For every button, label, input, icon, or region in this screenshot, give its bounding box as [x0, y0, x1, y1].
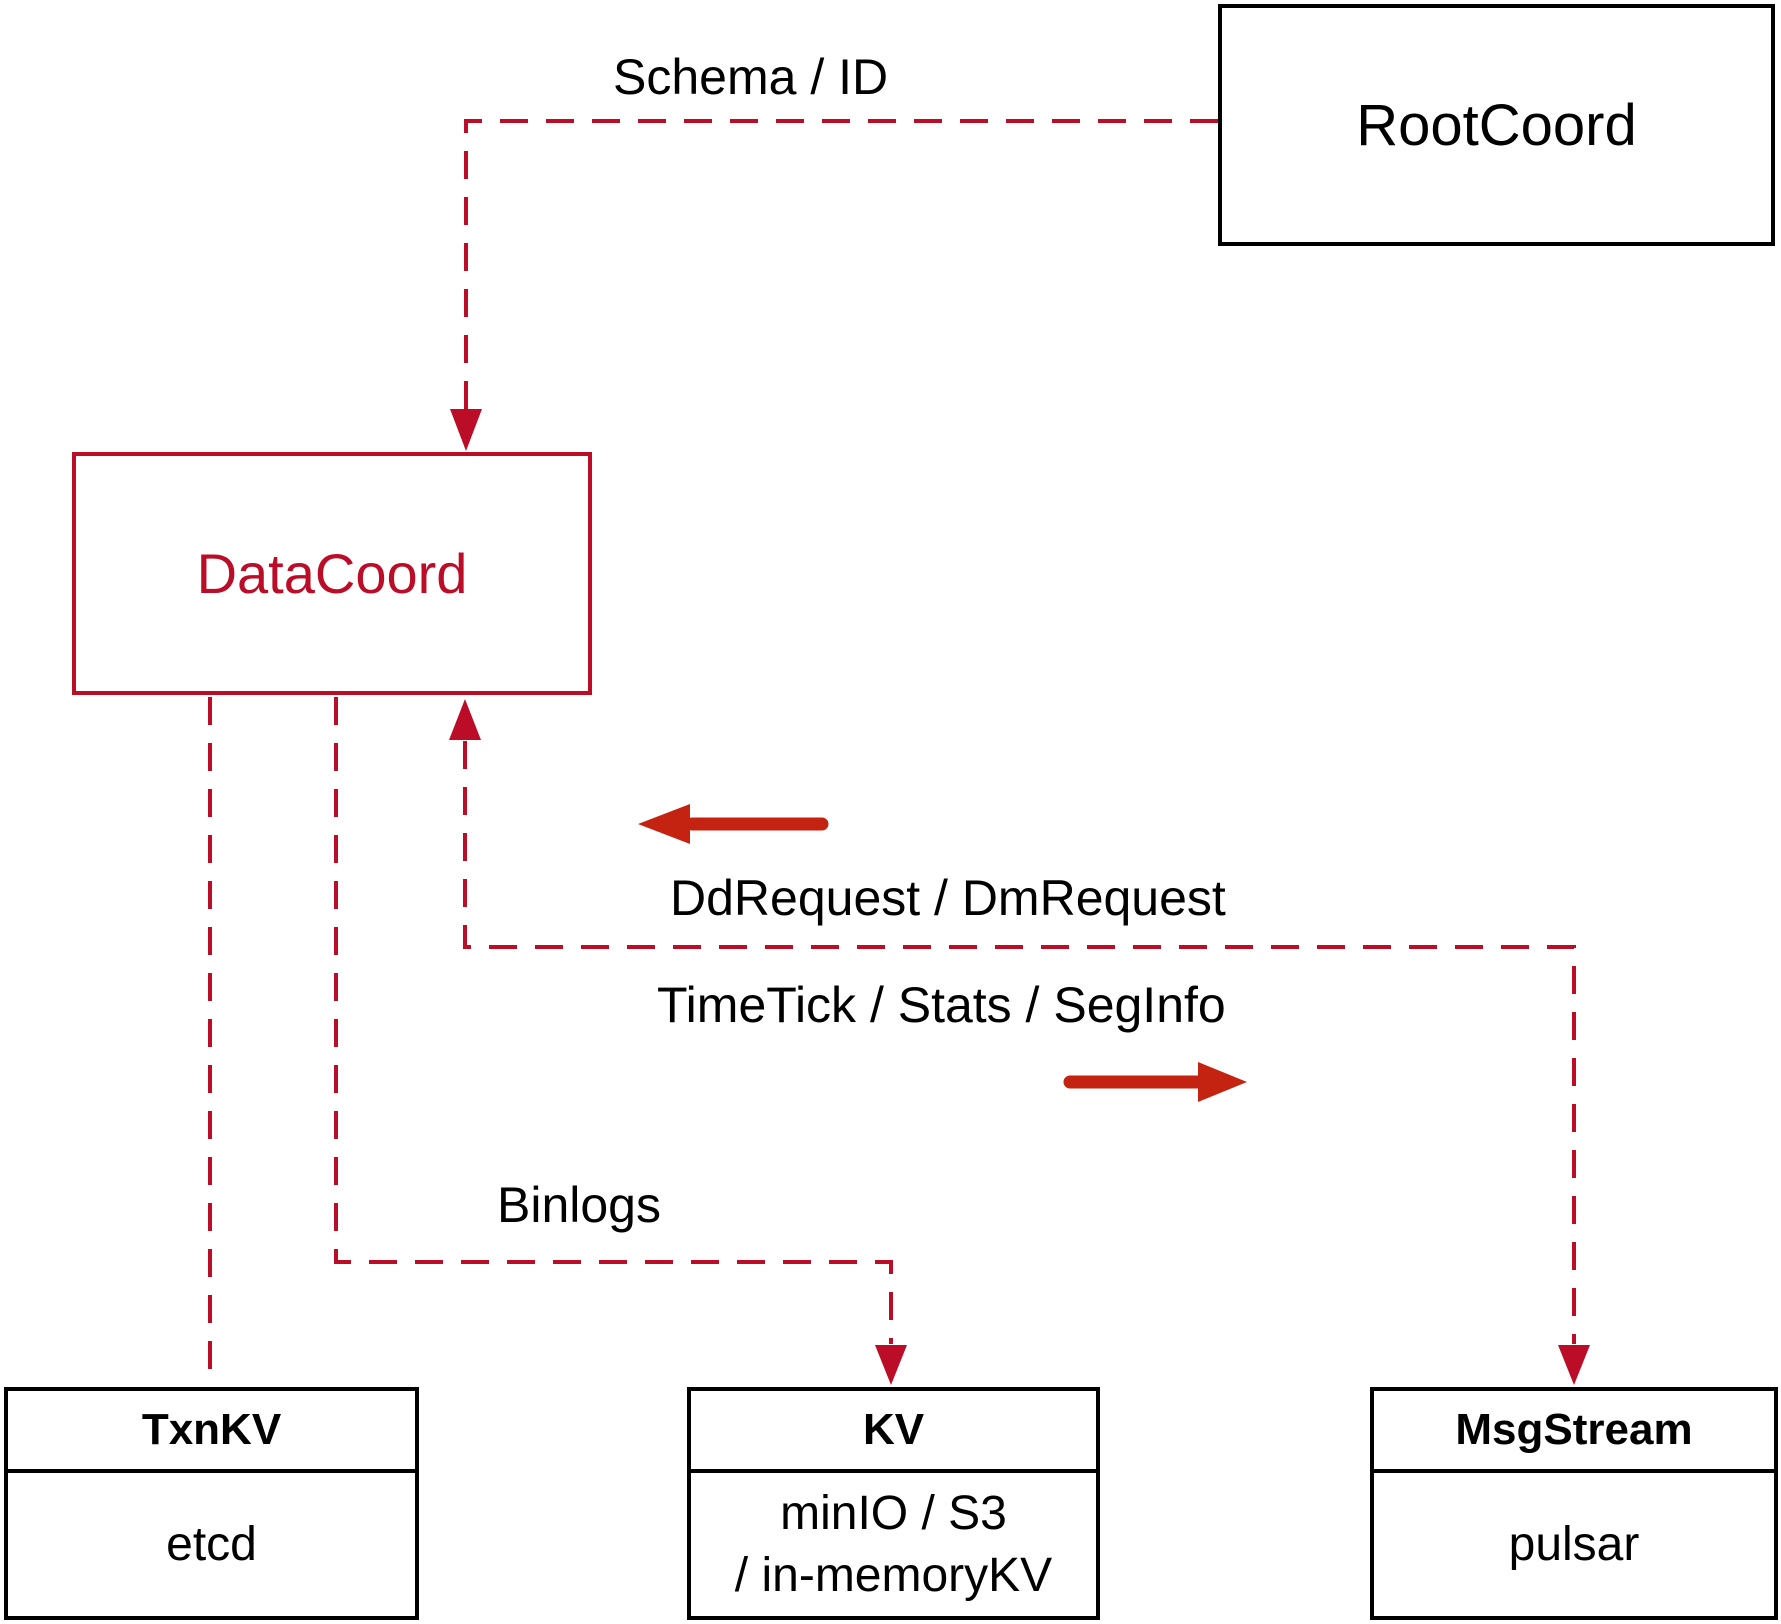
arrowhead-into-msgstream-top-icon [1558, 1345, 1590, 1385]
node-kv-body: minIO / S3 / in-memoryKV [691, 1473, 1096, 1616]
node-txnkv-header: TxnKV [8, 1391, 415, 1473]
edge-datacoord-to-msgstream-line [463, 741, 1576, 1344]
node-msgstream: MsgStream pulsar [1370, 1387, 1778, 1620]
node-kv-title: KV [862, 1405, 925, 1454]
right-direction-arrow-icon [1063, 1062, 1247, 1102]
node-kv-body-line1: minIO / S3 [780, 1486, 1007, 1540]
node-datacoord-label: DataCoord [196, 542, 468, 605]
node-txnkv-title: TxnKV [141, 1405, 282, 1454]
edge-datacoord-to-msgstream [449, 699, 1590, 1385]
node-msgstream-title: MsgStream [1455, 1405, 1693, 1454]
node-datacoord: DataCoord [72, 452, 592, 695]
edge-rootcoord-to-datacoord [450, 119, 1218, 451]
edge-label-binlogs: Binlogs [497, 1177, 661, 1233]
edge-label-timetick-stats-seginfo: TimeTick / Stats / SegInfo [657, 977, 1226, 1033]
left-arrow-head [638, 804, 690, 844]
node-txnkv-body: etcd [8, 1473, 415, 1616]
node-rootcoord-label: RootCoord [1356, 92, 1637, 158]
edge-rootcoord-to-datacoord-line [464, 119, 1218, 413]
edge-label-ddrequest-dmrequest: DdRequest / DmRequest [670, 870, 1226, 926]
left-direction-arrow-icon [638, 804, 829, 844]
right-arrow-head [1198, 1062, 1247, 1102]
node-msgstream-body: pulsar [1374, 1473, 1774, 1616]
arrowhead-into-datacoord-top-icon [450, 409, 482, 451]
node-msgstream-body-text: pulsar [1508, 1517, 1640, 1571]
node-kv: KV minIO / S3 / in-memoryKV [687, 1387, 1100, 1620]
node-txnkv: TxnKV etcd [4, 1387, 419, 1620]
arrowhead-into-kv-top-icon [875, 1345, 907, 1385]
node-txnkv-body-text: etcd [166, 1517, 257, 1571]
node-msgstream-header: MsgStream [1374, 1391, 1774, 1473]
edge-datacoord-to-kv [334, 697, 907, 1385]
node-rootcoord: RootCoord [1218, 4, 1775, 246]
arrowhead-into-datacoord-bottom-icon [449, 699, 481, 740]
node-kv-header: KV [691, 1391, 1096, 1473]
node-kv-body-line2: / in-memoryKV [734, 1548, 1053, 1602]
edge-label-schema-id: Schema / ID [613, 49, 889, 105]
